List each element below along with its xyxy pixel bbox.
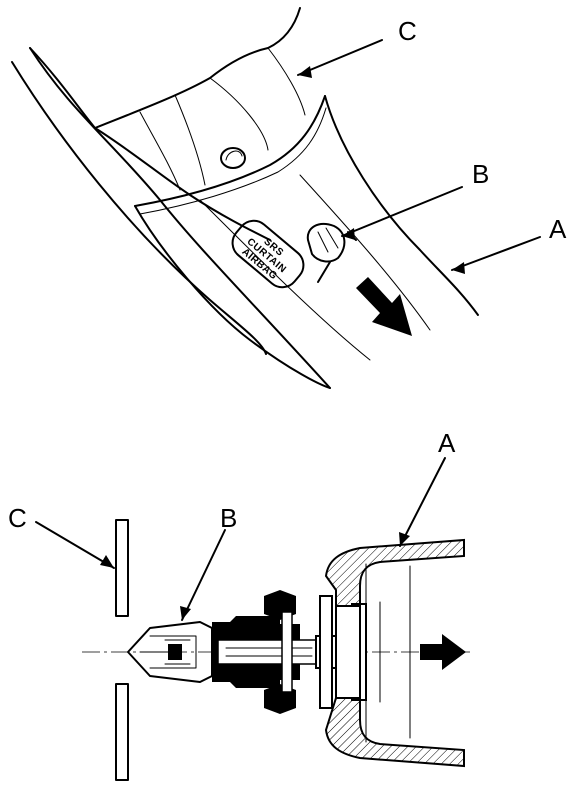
pillar-trim-a-section: [324, 538, 465, 768]
upper-trim-c-detail-2: [139, 111, 181, 191]
screw-hole: [220, 147, 246, 169]
pillar-trim-a-centre-line-2: [299, 174, 431, 331]
pillar-trim-a-lip: [134, 95, 326, 207]
leader-a-top: [451, 236, 541, 271]
callout-b-top: B: [472, 159, 489, 189]
upper-trim-c: [29, 7, 301, 129]
callout-c-top: C: [398, 16, 417, 46]
top-view: SRS CURTAIN AIRBAG C B A: [11, 7, 567, 389]
pillar-trim-a-lip-inner: [139, 107, 327, 215]
panel-c-upper: [115, 519, 129, 617]
leader-b-section: [181, 529, 226, 621]
pull-direction-arrow-icon-section: [420, 634, 466, 670]
upper-trim-c-ridge-2: [267, 47, 306, 116]
callout-a-section: A: [438, 428, 456, 458]
pillar-trim-a-left-edge: [134, 205, 331, 389]
leader-c-top: [297, 39, 383, 76]
srs-curtain-airbag-badge: SRS CURTAIN AIRBAG: [231, 219, 305, 289]
panel-c-lower: [115, 683, 129, 781]
upper-trim-c-ridge: [209, 77, 269, 151]
leader-c-section: [35, 521, 115, 569]
pillar-trim-a-centre-line: [199, 199, 371, 361]
leader-b-top: [341, 186, 463, 237]
pull-direction-arrow-icon: [356, 277, 412, 336]
upper-trim-c-detail: [174, 94, 206, 186]
callout-a-top: A: [549, 214, 567, 244]
callout-b-section: B: [220, 503, 237, 533]
pillar-outer-edge: [11, 61, 267, 355]
clip-b-section: [127, 621, 213, 683]
leader-a-section: [399, 457, 446, 547]
callout-c-section: C: [8, 503, 27, 533]
section-view: C B A: [8, 428, 470, 781]
pillar-inner-edge: [29, 47, 331, 389]
pillar-trim-a-right-edge: [324, 95, 479, 316]
